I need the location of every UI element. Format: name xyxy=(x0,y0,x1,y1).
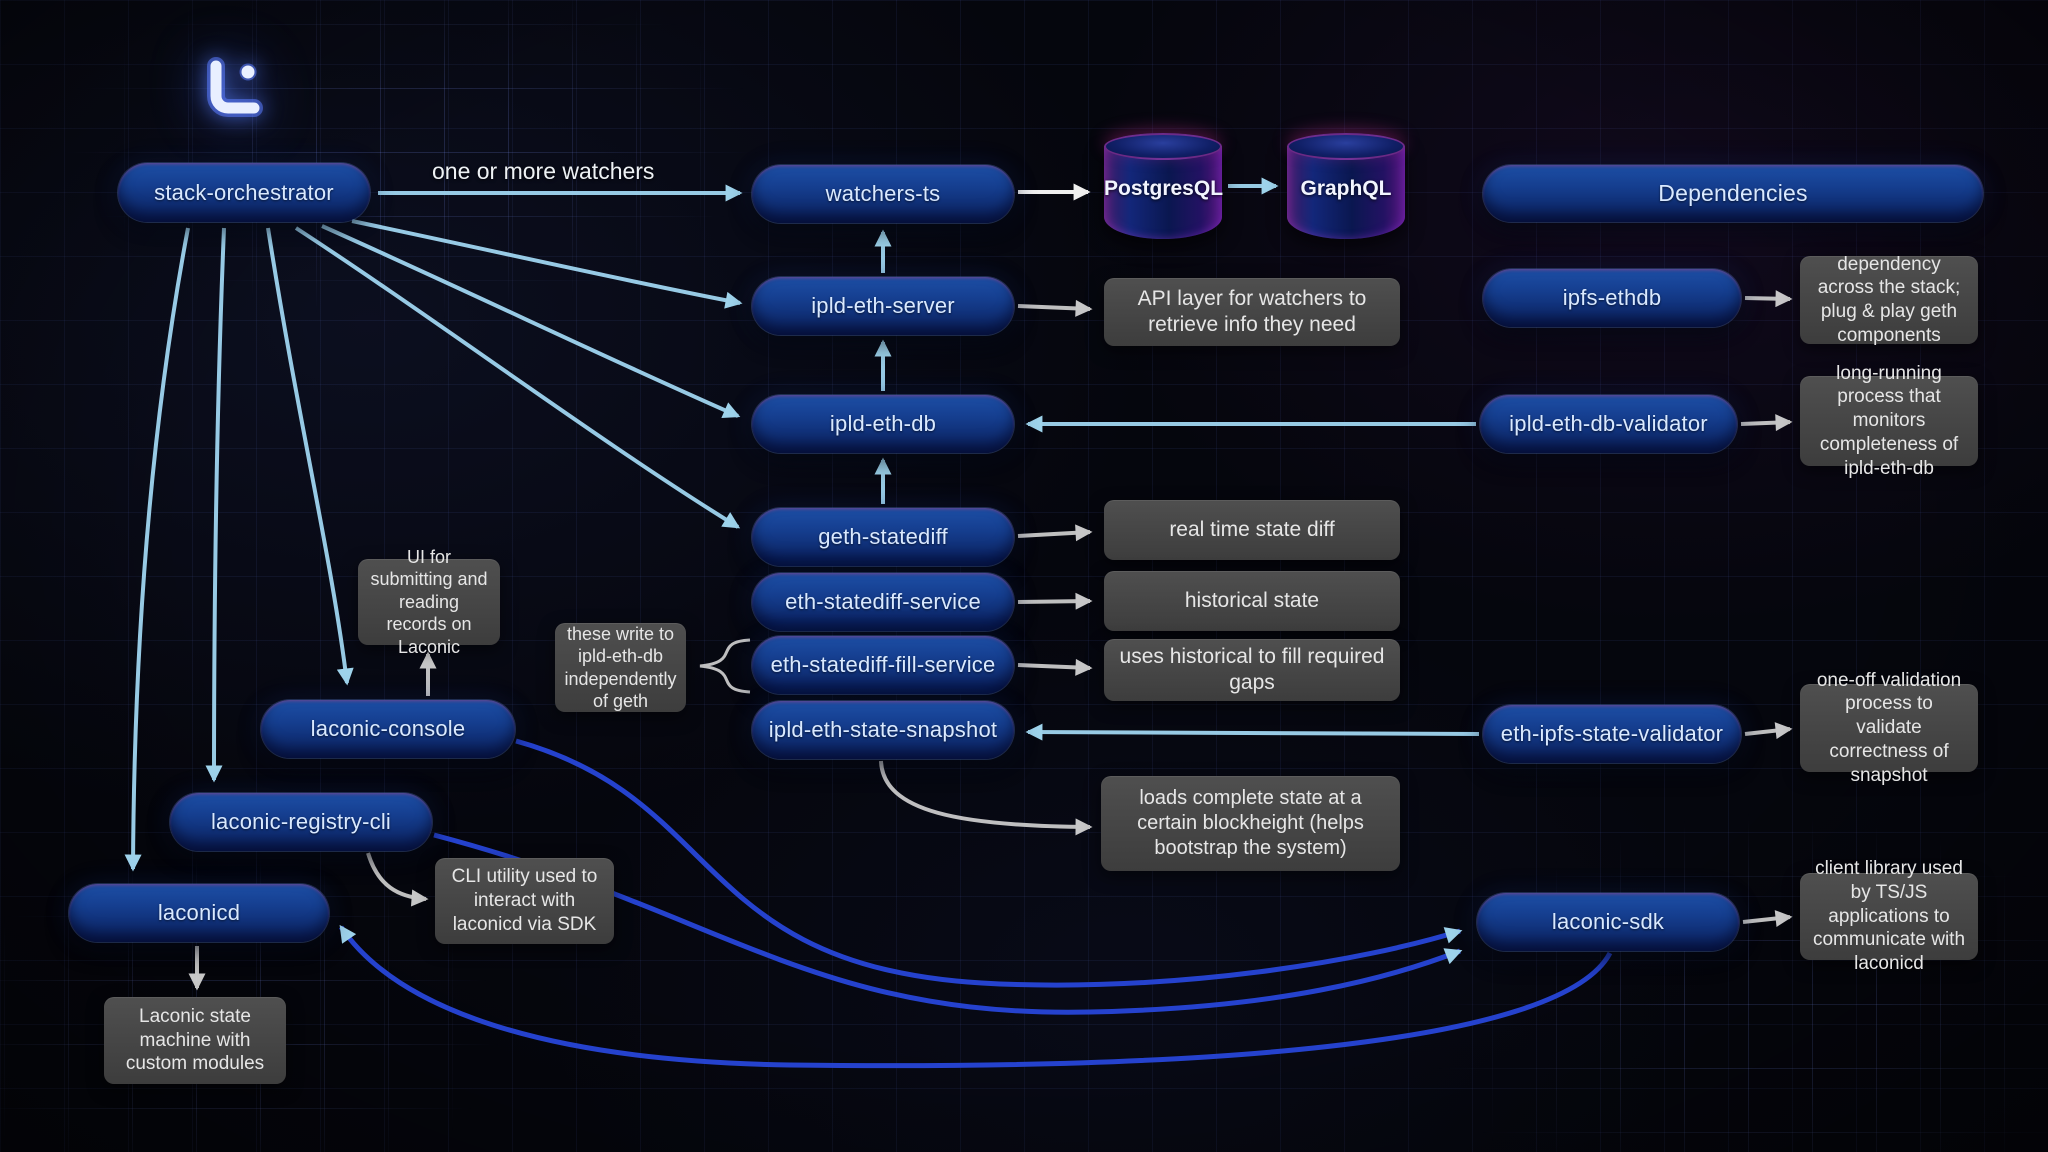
note-loads-complete: loads complete state at a certain blockh… xyxy=(1101,776,1400,871)
edge-sdk-note xyxy=(1742,910,1793,927)
node-geth-statediff: geth-statediff xyxy=(752,508,1014,566)
edge-orchestrator-registry-cli xyxy=(205,227,226,783)
database-graphql: GraphQL xyxy=(1287,133,1405,239)
laconic-logo-icon xyxy=(207,57,263,117)
note-uses-historical: uses historical to fill required gaps xyxy=(1104,639,1400,701)
edge-dbvalidator-note xyxy=(1740,414,1793,432)
edge-service-historicalnote xyxy=(1017,592,1093,610)
node-dependencies-header: Dependencies xyxy=(1483,165,1983,222)
edge-sdk-laconicd xyxy=(338,924,1613,1069)
edge-geth-realtimenote xyxy=(1017,524,1093,542)
edge-orchestrator-ipld-eth-server xyxy=(351,219,743,309)
node-ipld-eth-db: ipld-eth-db xyxy=(752,395,1014,453)
node-laconic-registry-cli: laconic-registry-cli xyxy=(170,793,432,851)
node-ipld-eth-db-validator: ipld-eth-db-validator xyxy=(1480,395,1737,453)
cylinder-body xyxy=(1104,146,1222,239)
edge-orchestrator-ipld-eth-db xyxy=(321,224,741,418)
note-one-off: one-off validation process to validate c… xyxy=(1800,670,1978,786)
node-laconic-console: laconic-console xyxy=(261,700,515,758)
edge-statevalidator-note xyxy=(1744,722,1793,740)
note-api-layer: API layer for watchers to retrieve info … xyxy=(1104,278,1400,346)
edge-orchestrator-laconic-console xyxy=(266,227,354,686)
database-label: PostgresQL xyxy=(1104,176,1224,200)
cylinder-body xyxy=(1287,146,1405,239)
node-laconicd: laconicd xyxy=(69,884,329,942)
note-these-write: these write to ipld-eth-db independently… xyxy=(555,623,686,712)
note-long-running: long-running process that monitors compl… xyxy=(1800,363,1978,479)
note-historical-state: historical state xyxy=(1104,571,1400,631)
node-watchers-ts: watchers-ts xyxy=(752,165,1014,223)
note-dependency-across: dependency across the stack; plug & play… xyxy=(1800,254,1978,346)
database-label: GraphQL xyxy=(1300,176,1392,200)
node-ipfs-ethdb: ipfs-ethdb xyxy=(1483,269,1741,327)
node-laconic-sdk: laconic-sdk xyxy=(1477,893,1739,951)
edge-orchestrator-laconicd xyxy=(124,227,190,872)
grid-bright-patch xyxy=(60,0,760,320)
edge-state-validator-to-snapshot xyxy=(1025,723,1480,741)
cylinder-top xyxy=(1287,133,1405,160)
cylinder-top xyxy=(1104,133,1222,160)
node-ipld-eth-state-snapshot: ipld-eth-state-snapshot xyxy=(752,701,1014,759)
note-client-library: client library used by TS/JS application… xyxy=(1800,858,1978,974)
node-stack-orchestrator: stack-orchestrator xyxy=(118,163,370,222)
edge-registrycli-note xyxy=(366,852,429,907)
edge-ipfsethdb-note xyxy=(1744,290,1793,308)
node-eth-statediff-service: eth-statediff-service xyxy=(752,573,1014,631)
node-ipld-eth-server: ipld-eth-server xyxy=(752,277,1014,335)
note-cli-utility: CLI utility used to interact with laconi… xyxy=(435,858,614,944)
note-ui-for-submitting: UI for submitting and reading records on… xyxy=(358,547,500,657)
note-laconic-state: Laconic state machine with custom module… xyxy=(104,997,286,1084)
edge-server-apinote xyxy=(1017,299,1093,317)
database-postgresql: PostgresQL xyxy=(1104,133,1224,239)
node-eth-statediff-fill-service: eth-statediff-fill-service xyxy=(752,636,1014,694)
brace-these-write-group xyxy=(699,638,751,694)
note-real-time: real time state diff xyxy=(1104,500,1400,560)
edge-snapshot-loadsnote xyxy=(879,760,1093,836)
edge-fillservice-gapsnote xyxy=(1017,658,1093,676)
watchers-count-label: one or more watchers xyxy=(432,158,655,184)
edge-orchestrator-geth-statediff xyxy=(294,226,741,529)
node-eth-ipfs-state-validator: eth-ipfs-state-validator xyxy=(1483,705,1741,763)
